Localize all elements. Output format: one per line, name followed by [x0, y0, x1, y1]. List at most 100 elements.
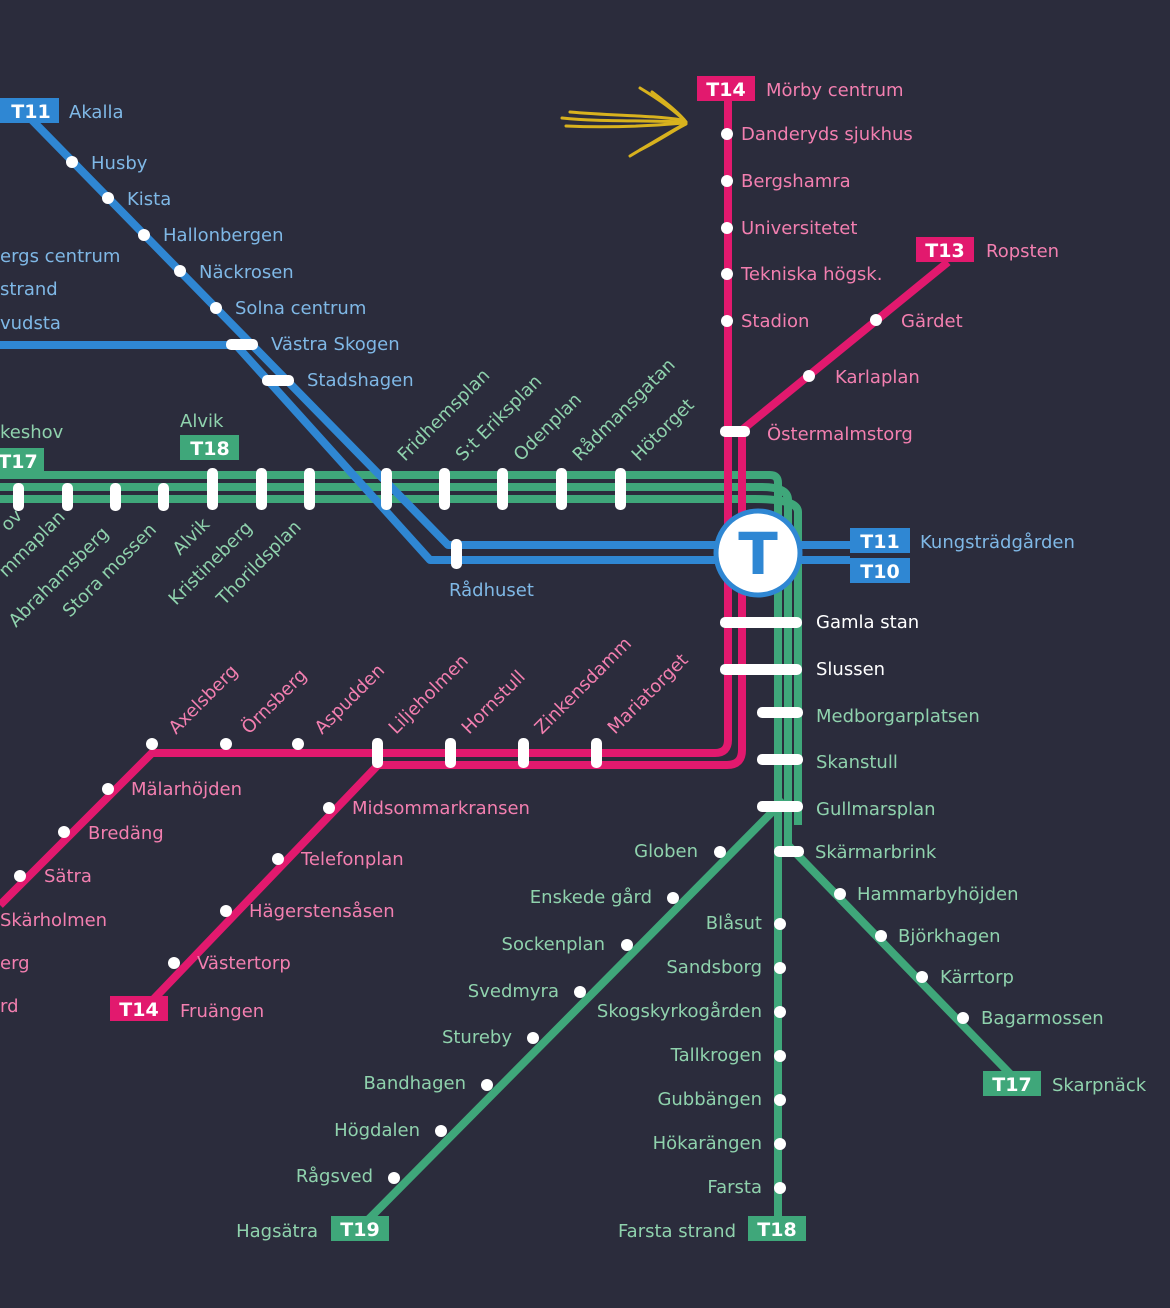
label-solna-centrum: Solna centrum: [235, 298, 366, 319]
dot-aspudden: [292, 738, 304, 750]
bar-alvik: [207, 468, 218, 510]
bar-radmansgatan: [556, 468, 567, 510]
label-stureby: Stureby: [442, 1027, 512, 1048]
badge-t10: T10: [850, 558, 910, 583]
label-gardet: Gärdet: [901, 311, 963, 332]
svg-text:T14: T14: [119, 999, 158, 1021]
label-gullmarsplan: Gullmarsplan: [816, 799, 936, 820]
bar-kristineberg: [256, 468, 267, 510]
badge-t17-east: T17: [983, 1071, 1041, 1096]
badge-t14-north: T14: [697, 76, 755, 101]
green-line-t19: [357, 797, 787, 1231]
dot-husby: [66, 156, 78, 168]
label-hagerstensasen: Hägerstensåsen: [249, 901, 395, 922]
dot-ragsved: [388, 1172, 400, 1184]
green-line-t18: [0, 471, 782, 1218]
dot-sandsborg: [774, 962, 786, 974]
dot-svedmyra: [574, 986, 586, 998]
label-farsta: Farsta: [707, 1177, 762, 1198]
dot-hallonbergen: [138, 229, 150, 241]
bar-green-1: [13, 483, 24, 511]
label-sockenplan: Sockenplan: [502, 934, 605, 955]
badge-t18-south: T18: [748, 1216, 806, 1241]
dot-tekniska: [721, 268, 733, 280]
bar-thorildsplan: [304, 468, 315, 510]
dot-kista: [102, 192, 114, 204]
dot-hammarbyhojden: [834, 888, 846, 900]
label-karrtorp: Kärrtorp: [940, 967, 1014, 988]
label-bandhagen: Bandhagen: [363, 1073, 466, 1094]
dot-stureby: [527, 1032, 539, 1044]
label-varberg-partial: erg: [0, 953, 30, 974]
bar-vastra-skogen: [226, 339, 258, 350]
dot-danderyds-sjukhus: [721, 128, 733, 140]
bar-fridhemsplan: [381, 468, 392, 510]
label-skogskyrkogarden: Skogskyrkogården: [597, 1001, 762, 1022]
dot-axelsberg: [146, 738, 158, 750]
label-hogdalen: Högdalen: [334, 1120, 420, 1141]
dot-tallkrogen: [774, 1050, 786, 1062]
labels-blue: Akalla Husby Kista Hallonbergen Näckrose…: [0, 102, 1075, 601]
dot-midsommarkransen: [323, 802, 335, 814]
line-badges: T14 T13 T11 T11 T10 T18 T17 T14: [0, 76, 1041, 1241]
bar-odenplan: [497, 468, 508, 510]
bar-green-3: [110, 483, 121, 511]
label-bredang: Bredäng: [88, 823, 164, 844]
badge-t19: T19: [331, 1216, 389, 1241]
label-gubbangen: Gubbängen: [657, 1089, 762, 1110]
label-kungstradgarden: Kungsträdgården: [920, 532, 1075, 553]
dot-bagarmossen: [957, 1012, 969, 1024]
label-akalla: Akalla: [69, 102, 123, 123]
hub-symbol: T: [738, 520, 778, 588]
label-akeshov-partial: keshov: [0, 422, 64, 443]
red-line-t14: [145, 258, 951, 1008]
badge-t11-north: T11: [0, 98, 59, 123]
label-alvik-top: Alvik: [180, 411, 224, 432]
label-sandsborg: Sandsborg: [666, 957, 762, 978]
label-stadshagen: Stadshagen: [307, 370, 414, 391]
label-midsommarkransen: Midsommarkransen: [352, 798, 530, 819]
label-bagarmossen: Bagarmossen: [981, 1008, 1104, 1029]
label-rinkeby-partial: ergs centrum: [0, 246, 120, 267]
bar-mariatorget: [591, 738, 602, 768]
label-satra: Sätra: [44, 866, 92, 887]
label-strand-partial: strand: [0, 279, 58, 300]
dot-skogskyrkogarden: [774, 1006, 786, 1018]
bar-gullmarsplan: [757, 801, 803, 812]
label-vastra-skogen: Västra Skogen: [271, 334, 400, 355]
label-fruangen: Fruängen: [180, 1001, 264, 1022]
red-line-t13: [0, 95, 732, 908]
label-hallonbergen: Hallonbergen: [163, 225, 283, 246]
label-stadion: Stadion: [741, 311, 809, 332]
dot-sockenplan: [621, 939, 633, 951]
bar-st-eriksplan: [439, 468, 450, 510]
green-line-t19-trunk: [0, 495, 802, 825]
label-radhuset: Rådhuset: [449, 580, 534, 601]
dot-malarhojden: [102, 783, 114, 795]
bar-hornstull: [445, 738, 456, 768]
label-globen: Globen: [634, 841, 698, 862]
svg-text:T11: T11: [860, 531, 899, 553]
label-ropsten: Ropsten: [986, 241, 1059, 262]
label-hokarangen: Hökarängen: [653, 1133, 762, 1154]
svg-text:T19: T19: [340, 1219, 379, 1241]
label-slussen: Slussen: [816, 659, 885, 680]
label-gamla-stan: Gamla stan: [816, 612, 919, 633]
svg-text:T18: T18: [757, 1219, 796, 1241]
label-vardby-partial: rd: [0, 996, 19, 1017]
label-ragsved: Rågsved: [296, 1166, 373, 1187]
svg-text:T18: T18: [190, 438, 229, 460]
dot-bjorkhagen: [875, 930, 887, 942]
dot-gardet: [870, 314, 882, 326]
dot-globen: [714, 846, 726, 858]
svg-text:T11: T11: [11, 101, 50, 123]
dot-hagerstensasen: [220, 905, 232, 917]
bar-gamla-stan: [720, 617, 802, 628]
hub-circle: [713, 508, 803, 598]
svg-text:T10: T10: [860, 561, 899, 583]
label-ostermalmstorg: Östermalmstorg: [767, 423, 913, 445]
label-tekniska-hogsk: Tekniska högsk.: [740, 264, 882, 285]
svg-text:T17: T17: [992, 1074, 1031, 1096]
